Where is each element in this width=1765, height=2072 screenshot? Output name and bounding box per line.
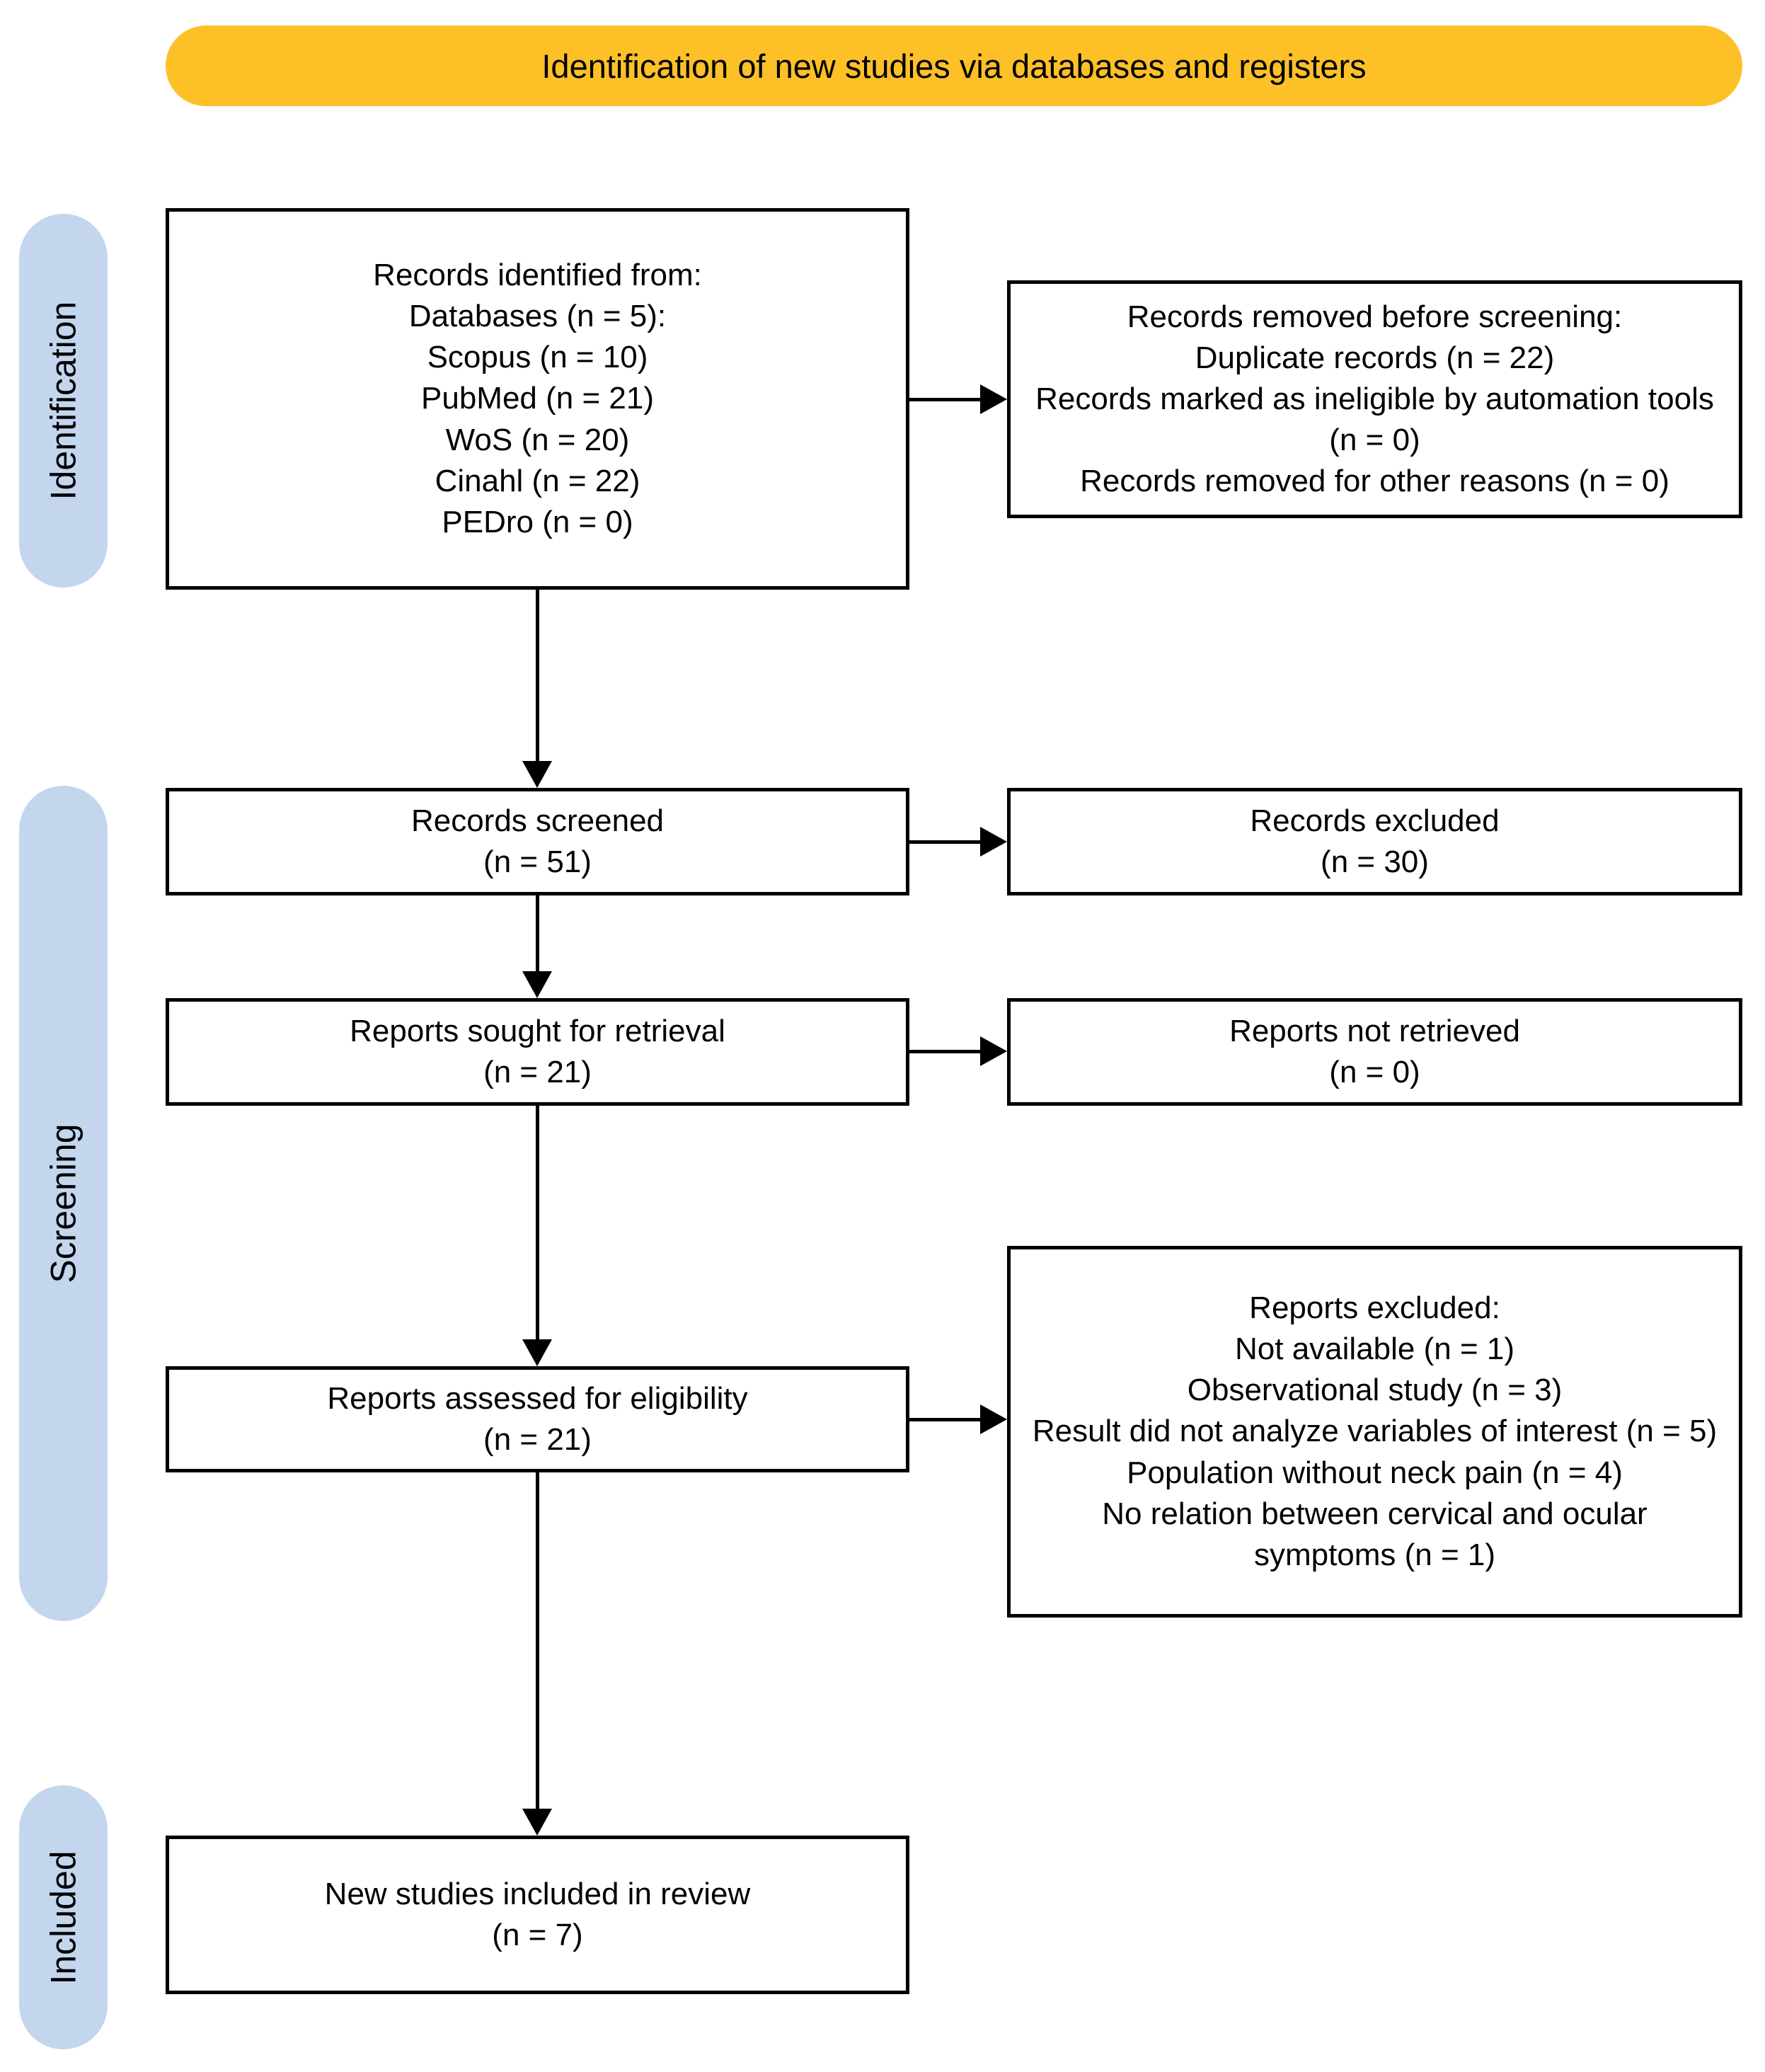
side-label-screening-text: Screening bbox=[43, 1123, 84, 1283]
arrowhead-down-icon bbox=[522, 761, 552, 788]
arrow-shaft bbox=[908, 398, 982, 401]
arrowhead-down-icon bbox=[522, 971, 552, 998]
side-label-identification: Identification bbox=[19, 214, 108, 588]
box-new-studies-included: New studies included in review (n = 7) bbox=[166, 1836, 909, 1994]
box-reports-assessed-for-eligibility: Reports assessed for eligibility (n = 21… bbox=[166, 1366, 909, 1472]
box-reports-not-retrieved: Reports not retrieved (n = 0) bbox=[1007, 998, 1742, 1106]
side-label-included: Included bbox=[19, 1785, 108, 2049]
arrowhead-right-icon bbox=[980, 384, 1007, 414]
arrowhead-right-icon bbox=[980, 1404, 1007, 1434]
side-label-included-text: Included bbox=[43, 1850, 84, 1985]
box-reports-sought-for-retrieval: Reports sought for retrieval (n = 21) bbox=[166, 998, 909, 1106]
arrow-shaft bbox=[908, 1418, 982, 1421]
arrowhead-right-icon bbox=[980, 827, 1007, 857]
box-records-identified: Records identified from: Databases (n = … bbox=[166, 208, 909, 590]
arrow-shaft bbox=[536, 895, 539, 973]
arrowhead-down-icon bbox=[522, 1809, 552, 1836]
side-label-identification-text: Identification bbox=[43, 301, 84, 500]
banner-label: Identification of new studies via databa… bbox=[541, 47, 1367, 85]
arrowhead-right-icon bbox=[980, 1036, 1007, 1066]
box-records-screened: Records screened (n = 51) bbox=[166, 788, 909, 895]
box-records-removed-before-screening: Records removed before screening: Duplic… bbox=[1007, 280, 1742, 518]
side-label-screening: Screening bbox=[19, 786, 108, 1621]
arrowhead-down-icon bbox=[522, 1339, 552, 1366]
arrow-shaft bbox=[536, 1106, 539, 1341]
arrow-shaft bbox=[536, 1472, 539, 1810]
arrow-shaft bbox=[908, 1050, 982, 1053]
box-records-excluded: Records excluded (n = 30) bbox=[1007, 788, 1742, 895]
banner: Identification of new studies via databa… bbox=[166, 25, 1742, 106]
arrow-shaft bbox=[908, 840, 982, 844]
arrow-shaft bbox=[536, 590, 539, 762]
box-reports-excluded: Reports excluded: Not available (n = 1) … bbox=[1007, 1246, 1742, 1618]
